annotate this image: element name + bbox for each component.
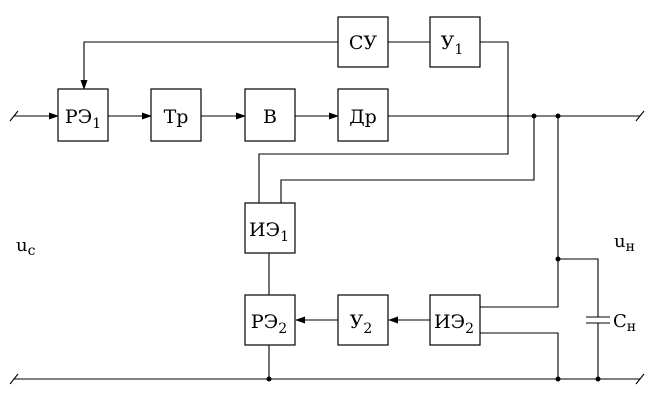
block-ie2: ИЭ2 <box>429 294 481 346</box>
block-ie1-label: ИЭ <box>249 219 280 241</box>
terminal-in-bottom <box>9 373 19 385</box>
block-dr: Др <box>337 88 389 142</box>
block-u2: У2 <box>337 294 389 346</box>
svg-text:РЭ1: РЭ1 <box>65 106 101 132</box>
wire-su-re1 <box>80 41 338 90</box>
block-u2-subscript: 2 <box>363 321 372 337</box>
junction-dot <box>555 113 561 119</box>
svg-text:ИЭ2: ИЭ2 <box>434 311 474 337</box>
block-ie1: ИЭ1 <box>244 202 296 254</box>
terminal-in-top <box>9 110 19 122</box>
block-re2-subscript: 2 <box>278 321 287 337</box>
block-ie1-subscript: 1 <box>280 229 289 245</box>
capacitor-cn-symbol <box>586 316 610 324</box>
block-su: СУ <box>337 16 389 68</box>
wire-cap-top <box>558 258 599 317</box>
block-dr-label: Др <box>349 106 377 128</box>
svg-text:uн: uн <box>614 231 635 255</box>
junction-dot <box>266 376 272 382</box>
terminals <box>9 110 645 385</box>
load-voltage-label: u <box>614 231 626 252</box>
block-ie2-subscript: 2 <box>465 321 474 337</box>
block-re2-label: РЭ <box>251 311 278 333</box>
terminal-out-top <box>635 110 645 122</box>
svg-text:У2: У2 <box>350 311 373 337</box>
block-ie2-label: ИЭ <box>434 311 465 333</box>
load-capacitor-subscript: н <box>627 319 636 335</box>
block-re1-label: РЭ <box>65 106 92 128</box>
wire-u1-tap <box>480 41 509 116</box>
block-u1-label: У <box>441 32 455 54</box>
block-re1-subscript: 1 <box>92 116 101 132</box>
junction-dot <box>555 376 561 382</box>
wire-ie2-sense-bottom <box>480 332 559 379</box>
load-voltage-subscript: н <box>626 239 635 255</box>
junctions <box>266 113 601 382</box>
wire-ie1-sense-a <box>258 116 509 203</box>
input-voltage-label: u <box>16 235 28 256</box>
load-capacitor-label: C <box>613 311 627 332</box>
svg-text:ИЭ1: ИЭ1 <box>249 219 289 245</box>
block-tr-label: Тр <box>164 106 189 128</box>
terminal-out-bottom <box>635 373 645 385</box>
wire-ie2-sense-top <box>480 116 559 308</box>
block-v-label: В <box>263 106 277 128</box>
svg-text:uc: uc <box>16 235 36 259</box>
junction-dot <box>531 113 537 119</box>
svg-text:Cн: Cн <box>613 311 636 335</box>
block-u1-subscript: 1 <box>454 42 463 58</box>
svg-text:РЭ2: РЭ2 <box>251 311 287 337</box>
block-u2-label: У <box>350 311 364 333</box>
block-re2: РЭ2 <box>244 294 296 346</box>
wires <box>14 41 640 380</box>
block-tr: Тр <box>150 88 202 142</box>
junction-dot <box>595 376 601 382</box>
svg-text:У1: У1 <box>441 32 464 58</box>
wire-ie1-sense-b <box>280 116 535 203</box>
block-v: В <box>244 88 296 142</box>
block-re1: РЭ1 <box>57 88 109 142</box>
input-voltage-subscript: c <box>28 243 36 259</box>
block-su-label: СУ <box>349 32 378 54</box>
block-u1: У1 <box>429 16 481 68</box>
junction-dot <box>555 256 561 262</box>
